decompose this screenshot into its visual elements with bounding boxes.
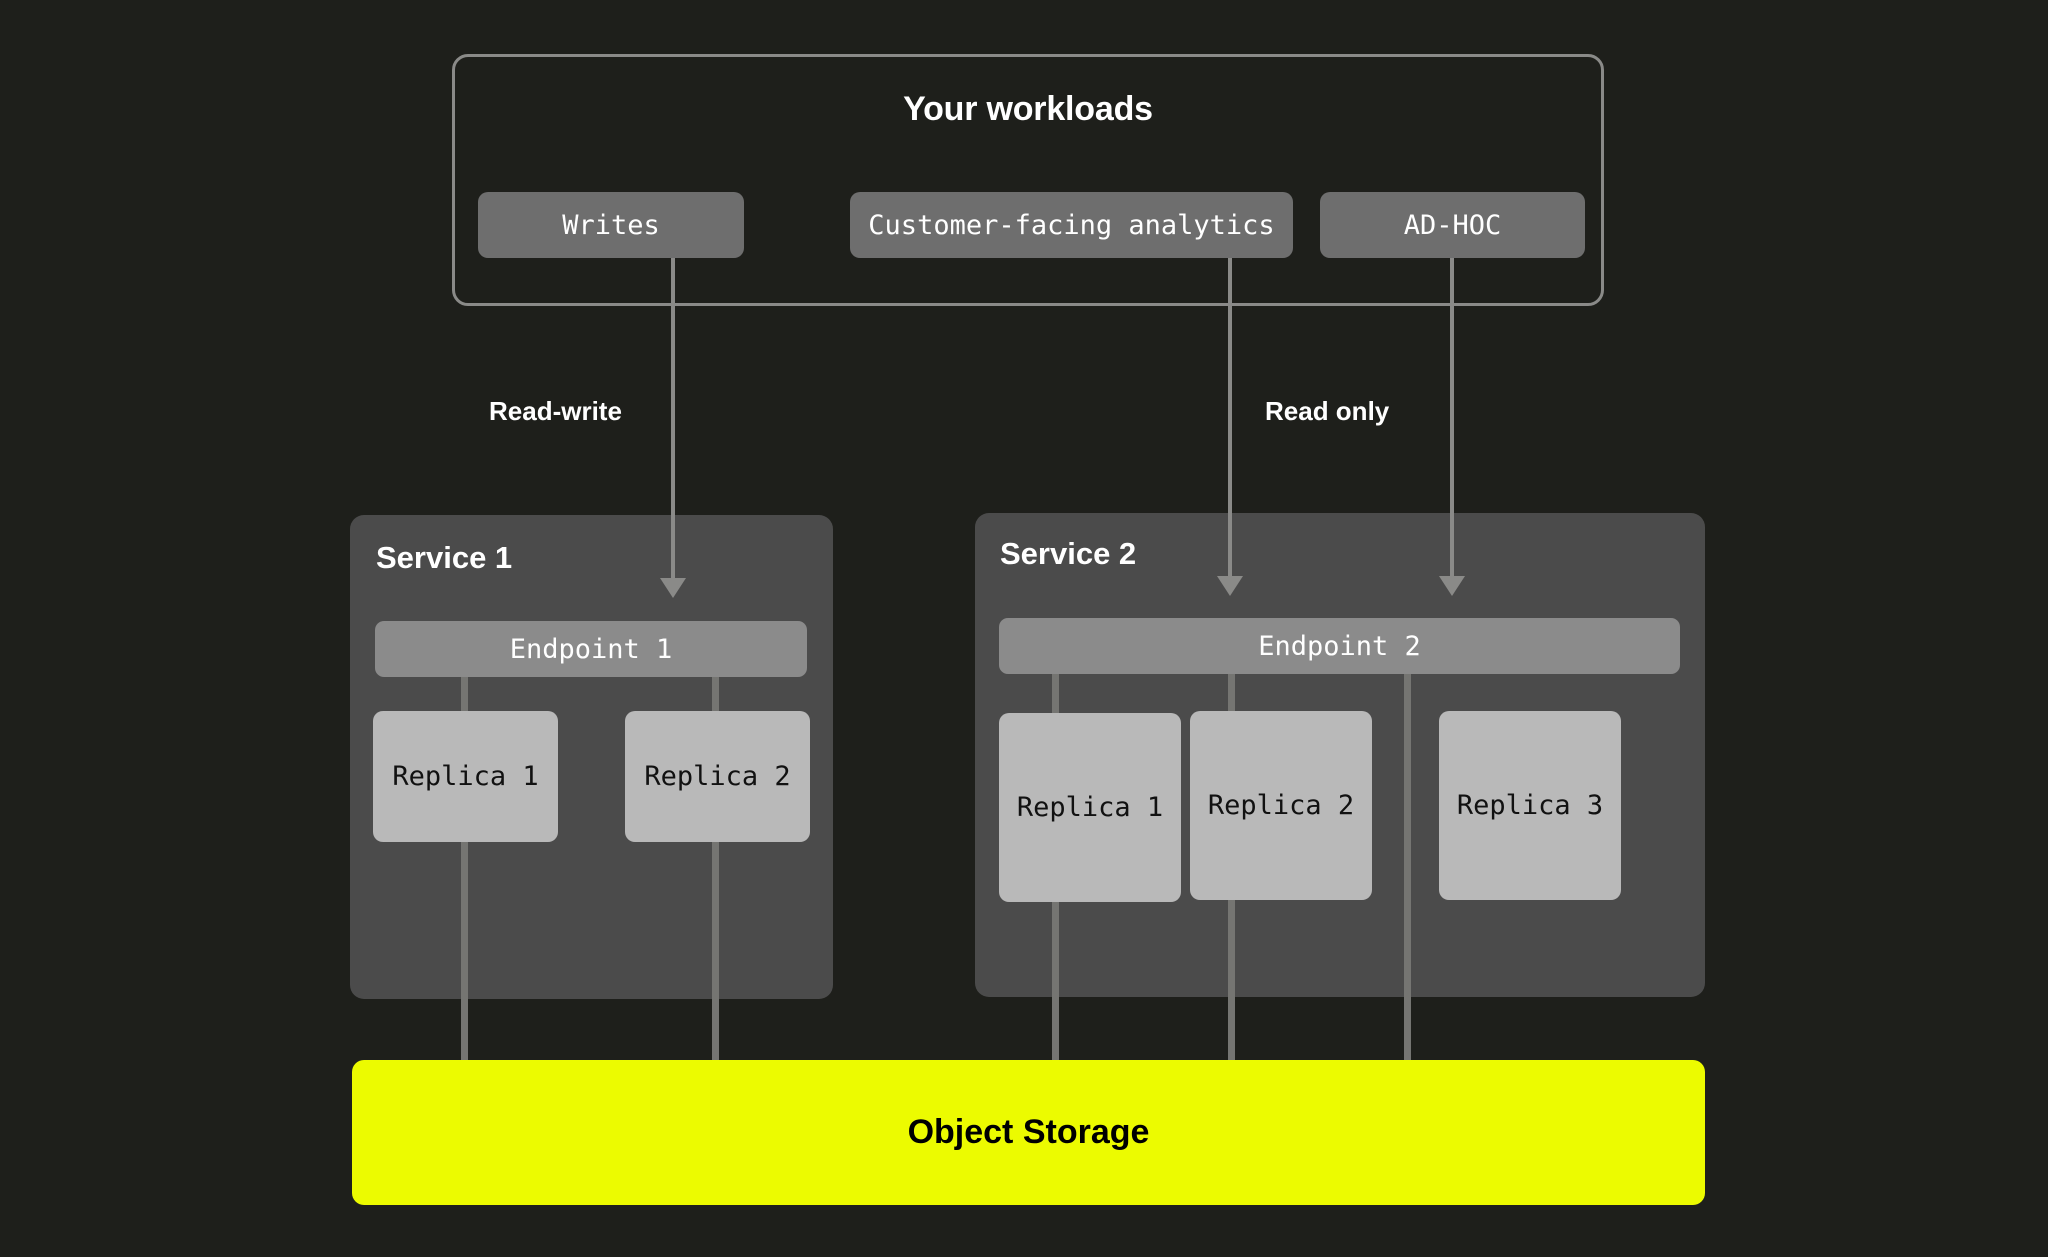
flow-label-read-only: Read only: [1265, 396, 1390, 426]
connector-analytics-to-service-2: [1228, 258, 1232, 580]
service-1-replica-1[interactable]: Replica 1: [373, 711, 558, 842]
workload-chip-customer-facing-analytics[interactable]: Customer-facing analytics: [850, 192, 1293, 258]
service-2-endpoint-label: Endpoint 2: [1258, 630, 1421, 662]
service-2-replica-3[interactable]: Replica 3: [1439, 711, 1621, 900]
flow-label-read-write: Read-write: [489, 396, 622, 426]
service-2-replica-3-label: Replica 3: [1456, 790, 1604, 821]
service-2-replica-2-label: Replica 2: [1207, 790, 1355, 821]
connector-writes-to-service-1: [671, 258, 675, 583]
connector-service-1-replica-2-to-storage: [712, 660, 719, 1065]
connector-service-2-replica-3-to-storage: [1404, 660, 1411, 1065]
workloads-container: [452, 54, 1604, 306]
workload-chip-writes-label: Writes: [562, 209, 660, 241]
service-1-replica-2[interactable]: Replica 2: [625, 711, 810, 842]
service-2-replica-2[interactable]: Replica 2: [1190, 711, 1372, 900]
service-1-endpoint-label: Endpoint 1: [509, 633, 673, 665]
service-2-title: Service 2: [1000, 536, 1137, 571]
service-1-replica-1-label: Replica 1: [392, 761, 539, 792]
service-2-endpoint[interactable]: Endpoint 2: [999, 618, 1680, 674]
arrowhead-analytics-to-service-2: [1217, 576, 1243, 596]
connector-adhoc-to-service-2: [1450, 258, 1454, 580]
workload-chip-ad-hoc-label: AD-HOC: [1403, 209, 1502, 241]
service-1-title: Service 1: [376, 540, 513, 575]
arrowhead-adhoc-to-service-2: [1439, 576, 1465, 596]
object-storage-bar[interactable]: Object Storage: [352, 1060, 1705, 1205]
arrowhead-writes-to-service-1: [660, 578, 686, 598]
service-1-endpoint[interactable]: Endpoint 1: [375, 621, 807, 677]
object-storage-label: Object Storage: [907, 1113, 1150, 1151]
workload-chip-customer-facing-analytics-label: Customer-facing analytics: [868, 209, 1275, 241]
workload-chip-ad-hoc[interactable]: AD-HOC: [1320, 192, 1585, 258]
service-panel-1: Service 1 Endpoint 1 Replica 1 Replica 2: [350, 515, 833, 999]
service-panel-2: Service 2 Endpoint 2 Replica 1 Replica 2…: [975, 513, 1705, 997]
workloads-title: Your workloads: [903, 90, 1153, 128]
service-2-replica-1[interactable]: Replica 1: [999, 713, 1181, 902]
service-2-replica-1-label: Replica 1: [1016, 792, 1164, 823]
workload-chip-writes[interactable]: Writes: [478, 192, 744, 258]
connector-service-1-replica-1-to-storage: [461, 660, 468, 1065]
service-1-replica-2-label: Replica 2: [644, 761, 791, 792]
